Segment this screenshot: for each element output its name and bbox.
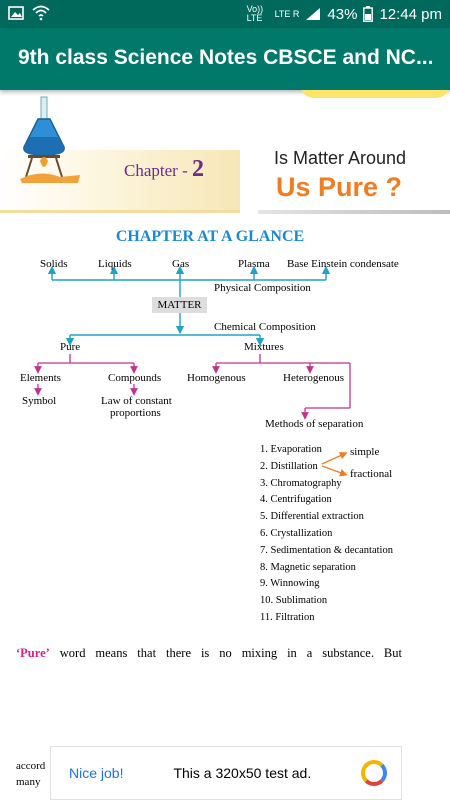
chart-heading: CHAPTER AT A GLANCE	[115, 228, 305, 245]
clock: 12:44 pm	[379, 5, 442, 23]
ad-nice-job: Nice job!	[69, 765, 124, 781]
chapter-title-line2: Us Pure ?	[276, 172, 403, 202]
gallery-icon	[8, 6, 24, 20]
method-item: 3. Chromatography	[260, 477, 342, 489]
method-item: 10. Sublimation	[260, 595, 328, 607]
matter-box: MATTER	[152, 297, 207, 313]
chapter-label: Chapter - 2	[124, 156, 204, 182]
decorative-blob	[300, 90, 450, 98]
chemical-composition-label: Chemical Composition	[214, 321, 316, 333]
body-many: many	[16, 776, 41, 788]
volte-indicator: Vo)) LTE	[246, 4, 264, 23]
node-heterogenous: Heterogenous	[283, 372, 345, 384]
method-item: 2. Distillation	[260, 460, 318, 472]
method-list: 1. Evaporation 2. Distillation 3. Chroma…	[260, 442, 393, 627]
body-paragraph: ‘Pure’ word means that there is no mixin…	[16, 646, 402, 661]
chapter-title-line1: Is Matter Around	[274, 148, 407, 168]
paragraph-text: word means that there is no mixing in a …	[59, 646, 402, 660]
physical-composition-label: Physical Composition	[214, 282, 311, 294]
chapter-number: 2	[191, 156, 204, 182]
concept-map-lines	[34, 265, 351, 477]
node-compounds: Compounds	[108, 372, 162, 384]
method-item: 7. Sedimentation & decantation	[260, 544, 393, 556]
pure-word: ‘Pure’	[16, 646, 50, 660]
body-accord: accord	[16, 760, 46, 772]
app-bar: 9th class Science Notes CBSCE and NC...	[0, 28, 450, 90]
method-item: 5. Differential extraction	[260, 511, 364, 523]
chapter-band-line	[0, 210, 240, 213]
distillation-fractional: fractional	[350, 468, 393, 480]
method-item: 6. Crystallization	[260, 527, 333, 539]
node-methods: Methods of separation	[265, 418, 364, 430]
battery-percent: 43%	[327, 5, 358, 23]
chapter-title-underline	[258, 210, 450, 214]
ad-message: This a 320x50 test ad.	[173, 765, 312, 781]
item-gas: Gas	[172, 258, 190, 270]
method-item: 4. Centrifugation	[260, 494, 332, 506]
ad-logo-icon	[361, 760, 387, 786]
distillation-simple: simple	[350, 446, 380, 458]
ad-banner[interactable]: Nice job! This a 320x50 test ad.	[50, 746, 402, 800]
lte-indicator: LTE R	[274, 9, 300, 19]
method-item: 11. Filtration	[260, 611, 315, 623]
node-elements: Elements	[20, 372, 61, 384]
status-bar: Vo)) LTE LTE R 43% 12:44 pm	[0, 0, 450, 28]
method-item: 9. Winnowing	[260, 578, 320, 590]
node-mixtures: Mixtures	[244, 341, 284, 353]
node-law-line2: proportions	[110, 407, 161, 419]
wifi-icon	[32, 5, 50, 21]
item-plasma: Plasma	[238, 258, 270, 270]
app-title: 9th class Science Notes CBSCE and NC...	[18, 46, 434, 69]
item-liquids: Liquids	[98, 258, 132, 270]
page-content[interactable]: Chapter - 2 Is Matter Around Us Pure ? C…	[0, 90, 450, 800]
item-solids: Solids	[40, 258, 68, 270]
item-bec: Base Einstein condensate	[287, 258, 399, 270]
node-pure: Pure	[60, 341, 81, 353]
method-item: 1. Evaporation	[260, 444, 322, 455]
node-law-line1: Law of constant	[101, 395, 172, 407]
battery-icon	[363, 6, 374, 22]
signal-icon	[306, 8, 321, 20]
node-symbol: Symbol	[22, 395, 57, 407]
node-homogenous: Homogenous	[187, 372, 246, 384]
flask-icon	[20, 96, 80, 183]
method-item: 8. Magnetic separation	[260, 561, 356, 573]
